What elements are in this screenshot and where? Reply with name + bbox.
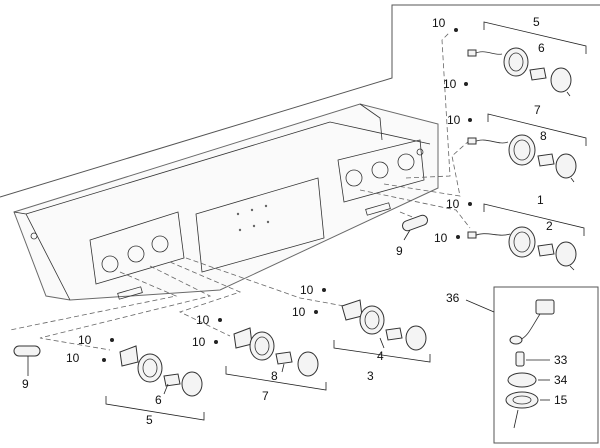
label-10: 10 — [192, 335, 206, 349]
lamp-assembly-top — [467, 21, 587, 97]
label-7: 7 — [262, 389, 269, 403]
lamp-assembly-1 — [467, 203, 585, 271]
label-3: 3 — [367, 369, 374, 383]
callout-labels: 10 10 10 10 10 10 10 10 10 10 10 5 6 7 8… — [22, 15, 568, 427]
label-36: 36 — [446, 291, 460, 305]
label-1: 1 — [537, 193, 544, 207]
detail-box-36 — [465, 286, 599, 444]
background-frame — [0, 4, 600, 198]
lamp-assembly-7-right — [467, 113, 587, 183]
label-10: 10 — [446, 197, 460, 211]
label-10: 10 — [292, 305, 306, 319]
lamp-assembly-5-bottom — [105, 345, 205, 421]
label-7: 7 — [534, 103, 541, 117]
label-10: 10 — [78, 333, 92, 347]
label-5: 5 — [146, 413, 153, 427]
reflector-left — [13, 345, 41, 376]
label-10: 10 — [447, 113, 461, 127]
label-10: 10 — [66, 351, 80, 365]
label-8: 8 — [540, 129, 547, 143]
label-34: 34 — [554, 373, 568, 387]
label-9: 9 — [22, 377, 29, 391]
label-9: 9 — [396, 244, 403, 258]
label-10: 10 — [443, 77, 457, 91]
label-8: 8 — [271, 369, 278, 383]
label-10: 10 — [434, 231, 448, 245]
label-10: 10 — [196, 313, 210, 327]
label-33: 33 — [554, 353, 568, 367]
label-6: 6 — [155, 393, 162, 407]
label-10: 10 — [432, 16, 446, 30]
label-15: 15 — [554, 393, 568, 407]
screws — [102, 28, 472, 362]
label-4: 4 — [377, 349, 384, 363]
rear-bumper-body — [13, 103, 439, 301]
lamp-assembly-3 — [333, 299, 431, 363]
label-5: 5 — [533, 15, 540, 29]
label-6: 6 — [538, 41, 545, 55]
assembly-dashed-lines — [9, 31, 471, 351]
lamp-assembly-7-bottom — [225, 327, 327, 391]
reflector-right — [401, 214, 429, 241]
label-2: 2 — [546, 219, 553, 233]
label-10: 10 — [300, 283, 314, 297]
